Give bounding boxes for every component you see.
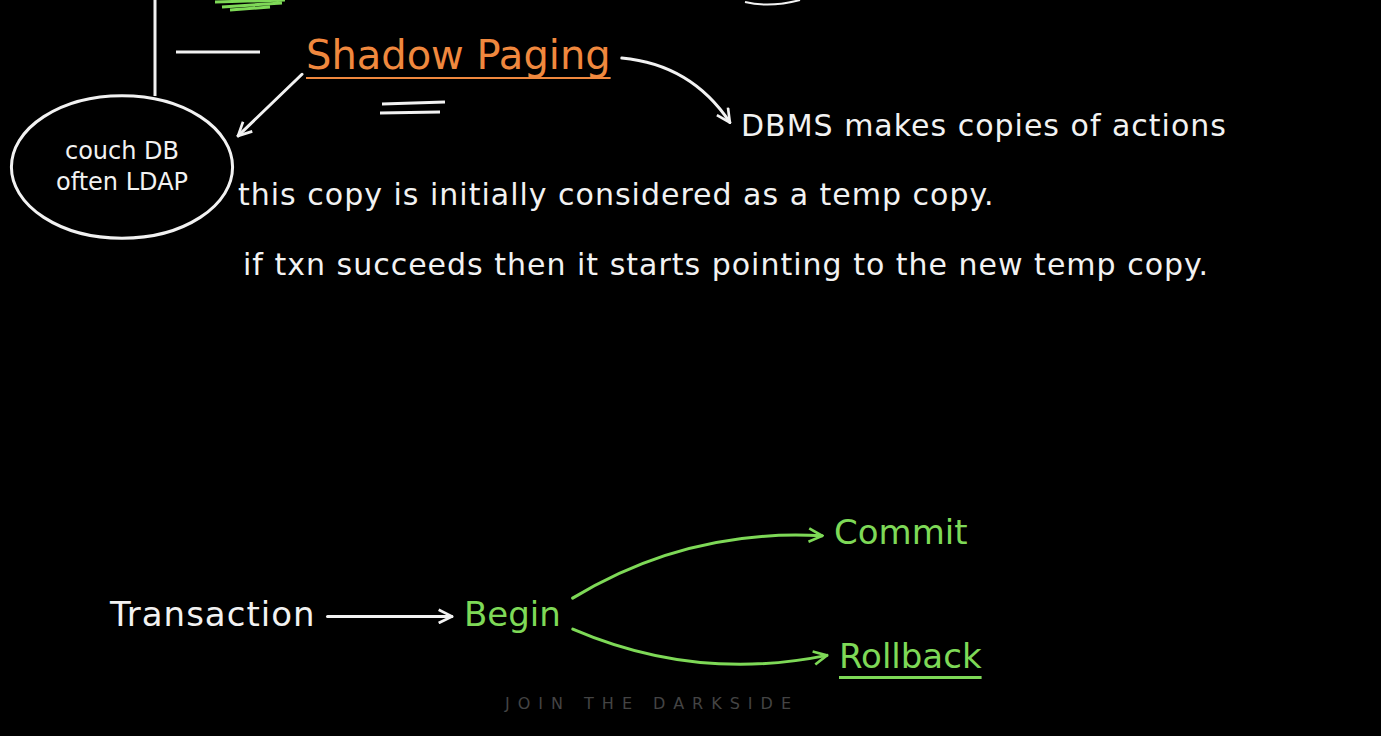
double-underline bbox=[380, 112, 440, 113]
node-text: Begin bbox=[464, 594, 561, 634]
tree-line bbox=[154, 0, 157, 96]
state-text: Commit bbox=[828, 508, 974, 556]
note-line: this copy is initially considered as a t… bbox=[238, 172, 1348, 217]
node-text: Transaction bbox=[110, 594, 316, 634]
callout-circle: couch DB often LDAP bbox=[8, 92, 236, 242]
partial-stroke bbox=[745, 0, 800, 5]
arrow-connector bbox=[573, 629, 827, 664]
state-text: Rollback bbox=[833, 632, 988, 680]
node-text: Rollback bbox=[839, 636, 982, 676]
node-text: Commit bbox=[834, 512, 968, 552]
state-text: Begin bbox=[458, 590, 567, 638]
process-text: Transaction bbox=[104, 590, 322, 638]
watermark: JOIN THE DARKSIDE bbox=[505, 692, 905, 716]
circle-outline bbox=[11, 96, 232, 239]
arrow-connector bbox=[328, 615, 452, 618]
note-line: if txn succeeds then it starts pointing … bbox=[243, 242, 1283, 287]
node-text: couch DB often LDAP bbox=[47, 136, 197, 198]
arrow-connector bbox=[622, 58, 730, 122]
node-text: DBMS makes copies of actions bbox=[741, 108, 1227, 143]
arrow-connector bbox=[238, 74, 302, 136]
double-underline bbox=[382, 102, 445, 104]
arrow-connector bbox=[573, 535, 823, 598]
tree-branch bbox=[176, 51, 260, 54]
note-text: DBMS makes copies of actions bbox=[735, 104, 1233, 147]
circle-outline bbox=[8, 92, 236, 242]
green-scribble bbox=[215, 0, 285, 10]
topic-heading: Shadow Paging bbox=[300, 28, 617, 82]
node-text: Shadow Paging bbox=[306, 32, 611, 78]
